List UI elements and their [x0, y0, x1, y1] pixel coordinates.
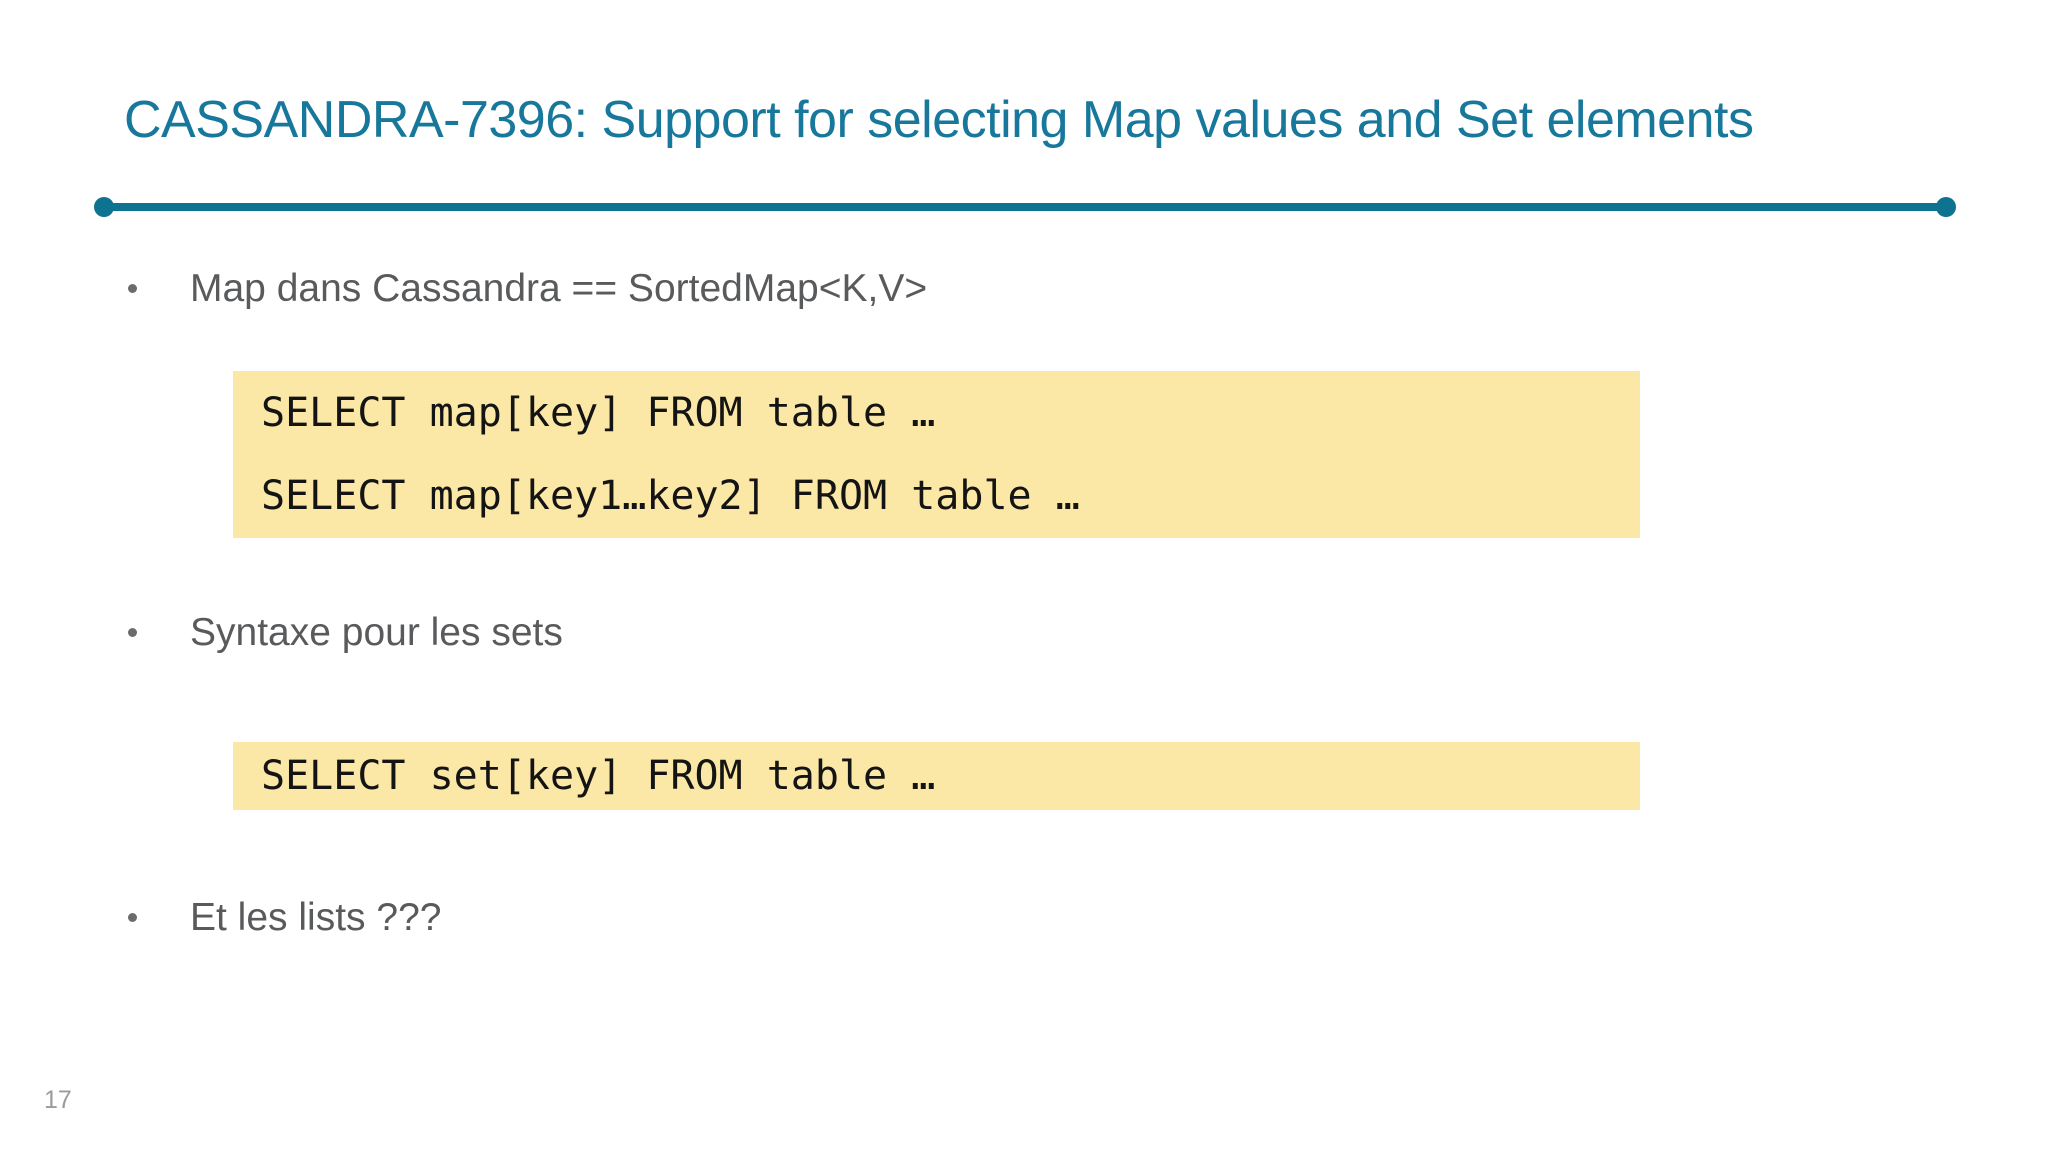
- bullet-dot-icon: [128, 627, 137, 637]
- divider-endpoint-dot-left: [94, 197, 114, 217]
- bullet-label: Map dans Cassandra == SortedMap<K,V>: [190, 266, 928, 310]
- code-block-map-select: SELECT map[key] FROM table … SELECT map[…: [233, 371, 1640, 538]
- divider-endpoint-dot-right: [1936, 197, 1956, 217]
- bullet-label: Syntaxe pour les sets: [190, 610, 563, 654]
- code-line: SELECT set[key] FROM table …: [261, 753, 936, 799]
- slide-title: CASSANDRA-7396: Support for selecting Ma…: [124, 90, 1754, 149]
- bullet-label: Et les lists ???: [190, 895, 442, 939]
- title-divider-line: [94, 197, 1956, 217]
- code-block-set-select: SELECT set[key] FROM table …: [233, 742, 1640, 810]
- bullet-item-lists-question: Et les lists ???: [128, 895, 441, 939]
- bullet-dot-icon: [128, 912, 137, 922]
- code-line: SELECT map[key1…key2] FROM table …: [261, 473, 1080, 520]
- bullet-item-set-syntax: Syntaxe pour les sets: [128, 610, 563, 654]
- bullet-dot-icon: [128, 283, 137, 293]
- bullet-item-map-definition: Map dans Cassandra == SortedMap<K,V>: [128, 266, 927, 310]
- page-number: 17: [44, 1086, 72, 1114]
- code-line: SELECT map[key] FROM table …: [261, 389, 936, 436]
